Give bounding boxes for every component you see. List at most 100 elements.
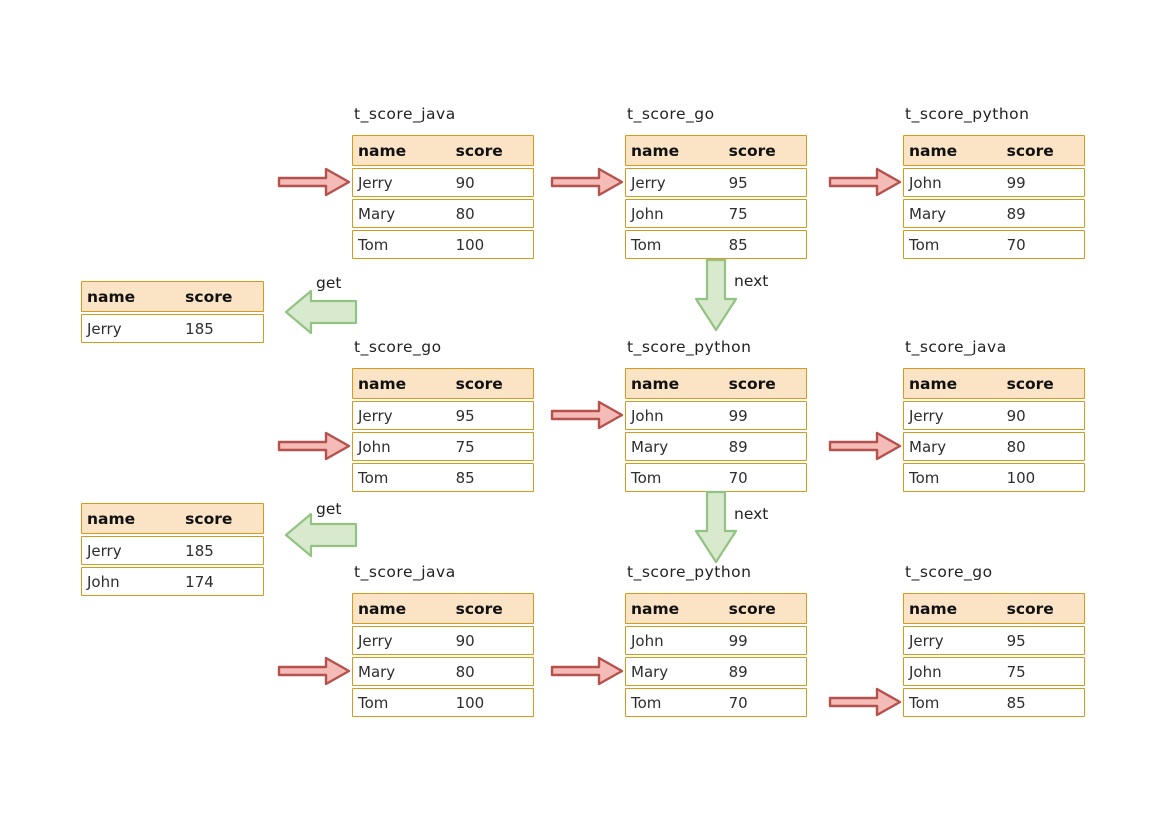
table-row: Tom 70 bbox=[625, 688, 807, 717]
cell-score: 89 bbox=[728, 662, 748, 681]
cell-score: 95 bbox=[728, 173, 748, 192]
cell-score: 90 bbox=[455, 631, 475, 650]
cell-name: John bbox=[87, 572, 120, 591]
cell-score: 90 bbox=[455, 173, 475, 192]
cell-score: 80 bbox=[1006, 437, 1026, 456]
cell-name: Tom bbox=[909, 235, 940, 254]
cell-name: Tom bbox=[358, 693, 389, 712]
cell-score: 89 bbox=[728, 437, 748, 456]
table-title: t_score_go bbox=[627, 105, 715, 123]
cell-name: Tom bbox=[631, 235, 662, 254]
table-row: Jerry 90 bbox=[352, 626, 534, 655]
column-header: name bbox=[909, 141, 958, 160]
cell-score: 100 bbox=[455, 235, 485, 254]
table-row: Jerry 95 bbox=[625, 168, 807, 197]
table-title: t_score_python bbox=[627, 563, 752, 581]
get-label: get bbox=[316, 274, 342, 292]
column-header: name bbox=[631, 141, 680, 160]
column-header: score bbox=[185, 287, 233, 306]
table-title: t_score_java bbox=[354, 563, 456, 581]
cell-score: 90 bbox=[1006, 406, 1026, 425]
cell-score: 75 bbox=[728, 204, 748, 223]
cell-name: Jerry bbox=[909, 406, 944, 425]
table-row: John 174 bbox=[81, 567, 264, 596]
cell-name: Jerry bbox=[358, 406, 393, 425]
cell-score: 185 bbox=[185, 319, 214, 338]
cell-score: 89 bbox=[1006, 204, 1026, 223]
cell-score: 174 bbox=[185, 572, 214, 591]
column-header: name bbox=[631, 599, 680, 618]
column-header: name bbox=[909, 374, 958, 393]
cell-name: Tom bbox=[909, 468, 940, 487]
column-header: score bbox=[455, 374, 503, 393]
table-row: Jerry 90 bbox=[903, 401, 1085, 430]
column-header: score bbox=[1006, 599, 1054, 618]
cell-score: 70 bbox=[728, 693, 748, 712]
cell-name: Jerry bbox=[631, 173, 666, 192]
cell-name: Tom bbox=[631, 693, 662, 712]
cell-name: John bbox=[631, 204, 664, 223]
table-row: Mary 89 bbox=[903, 199, 1085, 228]
cell-score: 80 bbox=[455, 662, 475, 681]
cell-score: 75 bbox=[455, 437, 475, 456]
table-row: Mary 89 bbox=[625, 432, 807, 461]
column-header: name bbox=[358, 599, 407, 618]
column-header: name bbox=[87, 509, 136, 528]
get-label: get bbox=[316, 500, 342, 518]
row-pointer-arrow bbox=[550, 167, 624, 197]
cell-score: 100 bbox=[1006, 468, 1036, 487]
table-header-row: name score bbox=[903, 135, 1085, 166]
cell-name: Mary bbox=[631, 437, 669, 456]
table-row: John 75 bbox=[625, 199, 807, 228]
column-header: score bbox=[455, 141, 503, 160]
table-row: Tom 100 bbox=[903, 463, 1085, 492]
get-arrow-icon bbox=[284, 512, 358, 558]
column-header: score bbox=[1006, 141, 1054, 160]
column-header: score bbox=[185, 509, 233, 528]
cell-name: Mary bbox=[631, 662, 669, 681]
row-pointer-arrow bbox=[828, 687, 902, 717]
cell-score: 80 bbox=[455, 204, 475, 223]
cell-score: 95 bbox=[1006, 631, 1026, 650]
cell-score: 99 bbox=[728, 406, 748, 425]
table-title: t_score_go bbox=[354, 338, 442, 356]
row-pointer-arrow bbox=[550, 400, 624, 430]
column-header: name bbox=[631, 374, 680, 393]
cell-name: Jerry bbox=[87, 319, 122, 338]
next-label: next bbox=[734, 272, 769, 290]
cell-score: 85 bbox=[455, 468, 475, 487]
cell-name: Mary bbox=[909, 204, 947, 223]
table-title: t_score_python bbox=[905, 105, 1030, 123]
cell-name: Jerry bbox=[358, 631, 393, 650]
cell-name: Mary bbox=[358, 662, 396, 681]
cell-score: 185 bbox=[185, 541, 214, 560]
table-row: Jerry 185 bbox=[81, 314, 264, 343]
get-arrow-icon bbox=[284, 289, 358, 335]
